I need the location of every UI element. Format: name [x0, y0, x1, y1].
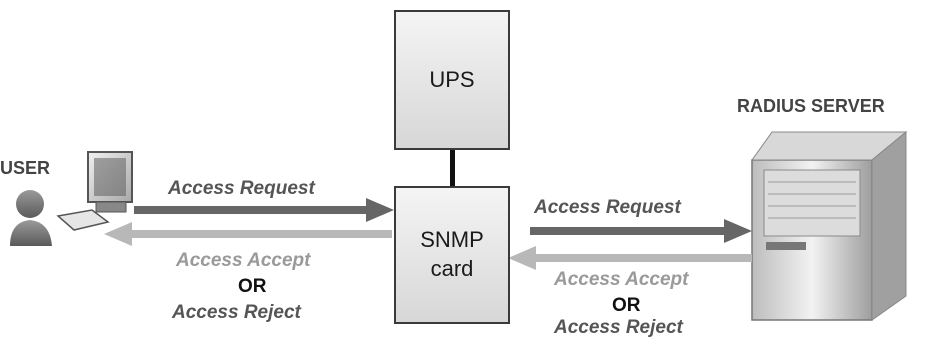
right-request-arrow [530, 219, 752, 243]
user-label: USER [0, 158, 51, 178]
radius-server-icon [751, 130, 908, 321]
left-access-request-label: Access Request [168, 178, 315, 199]
right-access-accept-label: Access Accept [554, 269, 689, 290]
left-or-label: OR [238, 276, 267, 297]
ups-label: UPS [429, 66, 475, 92]
user-icon [10, 151, 133, 246]
left-access-reject-label: Access Reject [172, 302, 301, 323]
left-request-arrow [134, 198, 394, 222]
radius-server-label: RADIUS SERVER [737, 96, 885, 116]
left-access-accept-label: Access Accept [176, 250, 311, 271]
ups-box: UPS [394, 10, 510, 150]
ups-snmp-connector [450, 150, 455, 186]
right-access-request-label: Access Request [534, 197, 681, 218]
right-response-arrow [508, 246, 752, 270]
snmp-label-line2: card [430, 256, 474, 281]
snmp-label-line1: SNMP [420, 227, 484, 253]
snmp-card-box: SNMP card [394, 186, 510, 324]
right-access-reject-label: Access Reject [554, 317, 683, 338]
left-response-arrow [104, 222, 392, 246]
right-or-label: OR [612, 295, 641, 316]
